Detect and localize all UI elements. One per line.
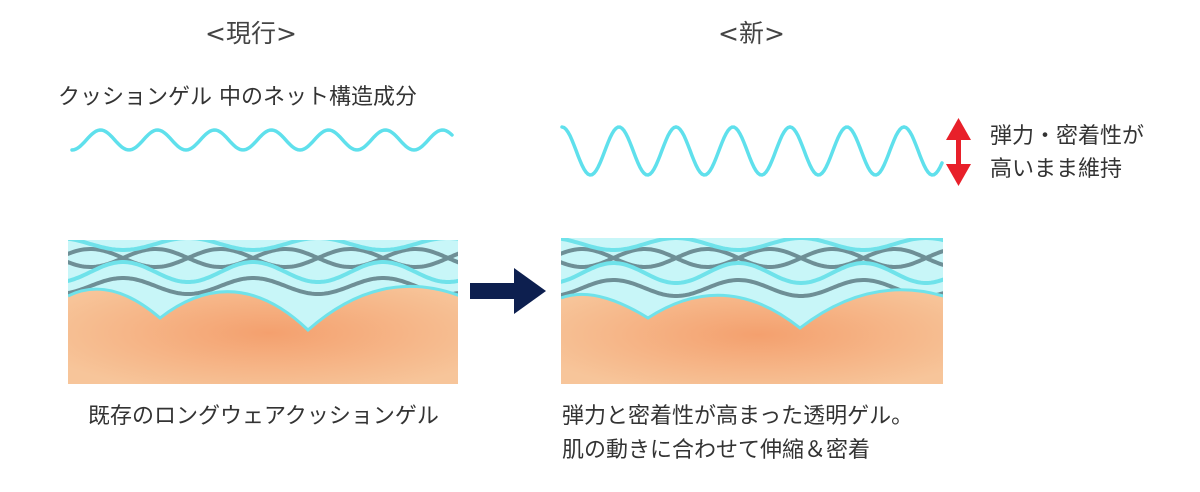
elasticity-note-line1: 弾力・密着性が bbox=[990, 124, 1145, 149]
net-fiber-dark bbox=[68, 247, 458, 269]
net-fiber-light bbox=[561, 238, 943, 252]
new-net-structure bbox=[561, 238, 943, 298]
new-skin-edge bbox=[561, 288, 943, 330]
large-amplitude-wave bbox=[560, 125, 944, 177]
caption-current: 既存のロングウェアクッションゲル bbox=[88, 404, 439, 429]
double-vertical-arrow-icon bbox=[946, 118, 971, 186]
net-fiber-dark bbox=[68, 276, 458, 296]
header-new: <新> bbox=[718, 19, 785, 48]
new-gel-panel bbox=[561, 238, 943, 384]
current-skin-edge bbox=[68, 284, 458, 333]
caption-new-line1: 弾力と密着性が高まった透明ゲル。 bbox=[562, 404, 914, 429]
current-net-structure bbox=[68, 240, 458, 296]
caption-new: 弾力と密着性が高まった透明ゲル。 肌の動きに合わせて伸縮＆密着 bbox=[562, 400, 913, 468]
small-amplitude-wave bbox=[70, 128, 454, 152]
current-skin-surface bbox=[68, 286, 458, 384]
caption-new-line2: 肌の動きに合わせて伸縮＆密着 bbox=[562, 438, 871, 463]
header-current: <現行> bbox=[205, 19, 297, 48]
arrow-right-icon bbox=[470, 268, 546, 314]
net-structure-label: クッションゲル 中のネット構造成分 bbox=[58, 85, 417, 110]
net-fiber-dark bbox=[561, 278, 943, 298]
net-fiber-light bbox=[561, 261, 943, 286]
net-fiber-light bbox=[68, 240, 458, 252]
elasticity-note-line2: 高いまま維持 bbox=[990, 157, 1123, 182]
elasticity-note: 弾力・密着性が 高いまま維持 bbox=[990, 120, 1144, 186]
net-fiber-dark bbox=[561, 247, 943, 269]
current-gel-panel bbox=[68, 240, 458, 384]
net-fiber-light bbox=[68, 260, 458, 284]
